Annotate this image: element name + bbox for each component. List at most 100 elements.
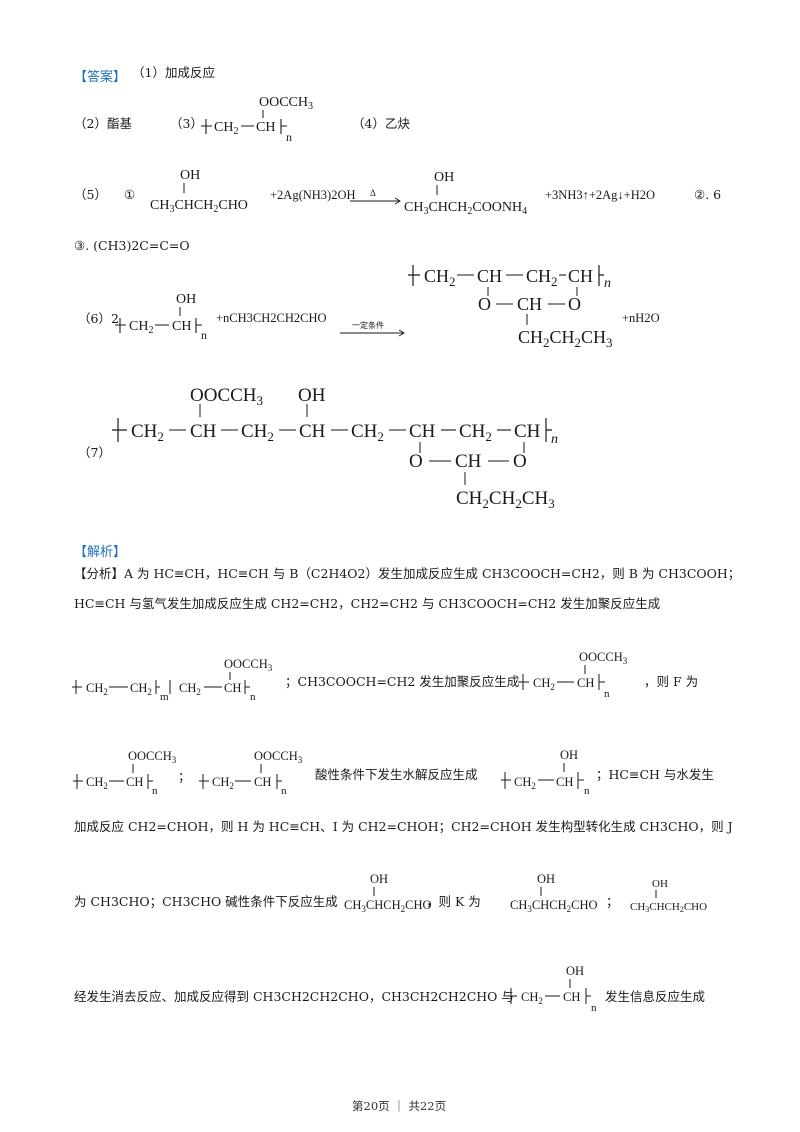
svg-text:CH: CH (556, 775, 573, 789)
q6-condition: 一定条件 (352, 320, 384, 330)
answer-tag: 【答案】 (74, 70, 127, 85)
svg-text:OOCCH3: OOCCH3 (224, 657, 273, 673)
svg-text:OOCCH3: OOCCH3 (254, 749, 303, 765)
svg-text:CH: CH (455, 451, 482, 472)
q5-oh-2: OH (434, 170, 454, 185)
q6-reagent: +nCH3CH2CH2CHO (216, 311, 327, 325)
answer-q5-part3: ③. (CH3)2C=C=O (74, 238, 190, 253)
svg-text:OH: OH (537, 872, 555, 886)
answer-q6-num: （6）2 (78, 311, 119, 326)
q3-n: n (286, 130, 292, 144)
svg-text:O: O (478, 294, 491, 314)
svg-text:CH2: CH2 (86, 681, 108, 697)
svg-text:n: n (551, 432, 558, 447)
svg-text:OH: OH (298, 385, 326, 406)
analysis-line4-end: ；HC≡CH 与水发生 (596, 767, 714, 782)
svg-text:CH2: CH2 (533, 676, 555, 692)
answer-q7-num: （7） (78, 445, 111, 460)
svg-text:CH: CH (172, 319, 191, 334)
svg-text:O: O (409, 451, 423, 472)
analysis-line2: HC≡CH 与氢气发生加成反应生成 CH2=CH2，CH2=CH2 与 CH3C… (74, 596, 661, 611)
svg-text:CH2: CH2 (241, 421, 274, 444)
svg-text:n: n (604, 276, 611, 291)
q5-delta: Δ (370, 188, 376, 198)
svg-text:n: n (591, 1002, 597, 1014)
svg-text:CH: CH (514, 421, 541, 442)
svg-text:CH3CHCH2CHO: CH3CHCH2CHO (630, 901, 707, 914)
svg-text:CH2: CH2 (351, 421, 384, 444)
svg-text:CH: CH (568, 266, 593, 286)
svg-text:OOCCH3: OOCCH3 (128, 749, 177, 765)
q5-product: CH3CHCH2COONH4 (404, 200, 527, 217)
analysis-line3-end: ，则 F 为 (644, 674, 699, 689)
svg-text:n: n (604, 688, 610, 700)
q3-ch: CH (256, 120, 275, 135)
svg-text:O: O (513, 451, 527, 472)
svg-text:OOCCH3: OOCCH3 (579, 650, 628, 666)
svg-text:CH: CH (254, 775, 271, 789)
analysis-line4-text: 酸性条件下发生水解反应生成 (315, 767, 478, 782)
svg-text:CH: CH (577, 676, 594, 690)
analysis-line1-text: A 为 HC≡CH，HC≡CH 与 B（C2H4O2）发生加成反应生成 CH3C… (124, 566, 741, 581)
analysis-tag: 【解析】 (74, 545, 127, 560)
svg-text:n: n (281, 785, 287, 797)
analysis-line7-a: 经发生消去反应、加成反应得到 CH3CH2CH2CHO，CH3CH2CH2CHO… (74, 989, 514, 1004)
q5-reactant: CH3CHCH2CHO (150, 198, 248, 215)
analysis-line5: 加成反应 CH2=CHOH，则 H 为 HC≡CH、I 为 CH2=CHOH；C… (74, 819, 733, 834)
answer-q3-num: （3） (170, 116, 203, 131)
svg-text:CH2: CH2 (86, 775, 108, 791)
answer-q2: （2）酯基 (74, 116, 132, 131)
svg-text:O: O (568, 294, 581, 314)
svg-text:CH: CH (190, 421, 217, 442)
q5-reagent: +2Ag(NH3)2OH (270, 188, 356, 202)
svg-text:m: m (160, 691, 169, 703)
svg-text:CH3CHCH2CHO: CH3CHCH2CHO (510, 898, 598, 914)
answer-q1: （1）加成反应 (132, 65, 215, 80)
svg-text:CH2: CH2 (459, 421, 492, 444)
answer-q4: （4）乙炔 (352, 116, 410, 131)
svg-text:CH3CHCH2CHO: CH3CHCH2CHO (344, 898, 432, 914)
svg-text:CH2: CH2 (521, 990, 543, 1006)
svg-text:CH: CH (563, 990, 580, 1004)
svg-text:CH: CH (517, 294, 542, 314)
svg-text:CH2: CH2 (424, 266, 456, 289)
svg-text:CH2CH2CH3: CH2CH2CH3 (456, 488, 555, 511)
fenxi-label: 【分析】 (74, 566, 125, 581)
svg-text:OH: OH (370, 872, 388, 886)
svg-text:n: n (152, 785, 158, 797)
svg-text:CH2CH2CH3: CH2CH2CH3 (518, 327, 613, 350)
svg-text:CH: CH (224, 681, 241, 695)
svg-text:n: n (250, 691, 256, 703)
analysis-line6-b: ，则 K 为 (426, 894, 481, 909)
svg-text:CH: CH (409, 421, 436, 442)
svg-text:n: n (584, 785, 590, 797)
answer-q5-circle1: ① (124, 187, 136, 202)
svg-text:OOCCH3: OOCCH3 (190, 385, 263, 408)
answer-q5-part2: ②. 6 (694, 187, 722, 202)
q6-oh: OH (176, 292, 196, 307)
svg-text:CH2: CH2 (179, 681, 201, 697)
svg-text:CH2: CH2 (130, 681, 152, 697)
analysis-line3-mid: ；CH3COOCH=CH2 发生加聚反应生成 (285, 674, 520, 689)
svg-text:CH2: CH2 (514, 775, 536, 791)
q5-oh-1: OH (180, 168, 200, 183)
q5-byproducts: +3NH3↑+2Ag↓+H2O (545, 188, 655, 202)
svg-text:CH2: CH2 (526, 266, 558, 289)
analysis-line4-mid: ； (178, 769, 191, 784)
q3-ch2: CH2 (214, 120, 238, 137)
analysis-line1: 【分析】A 为 HC≡CH，HC≡CH 与 B（C2H4O2）发生加成反应生成 … (74, 566, 741, 581)
svg-text:CH: CH (299, 421, 326, 442)
svg-text:OH: OH (652, 878, 668, 890)
svg-text:OH: OH (560, 748, 578, 762)
svg-text:CH2: CH2 (131, 421, 164, 444)
q6-water: +nH2O (622, 311, 660, 325)
answer-q5-num: （5） (74, 187, 107, 202)
svg-text:CH: CH (126, 775, 143, 789)
